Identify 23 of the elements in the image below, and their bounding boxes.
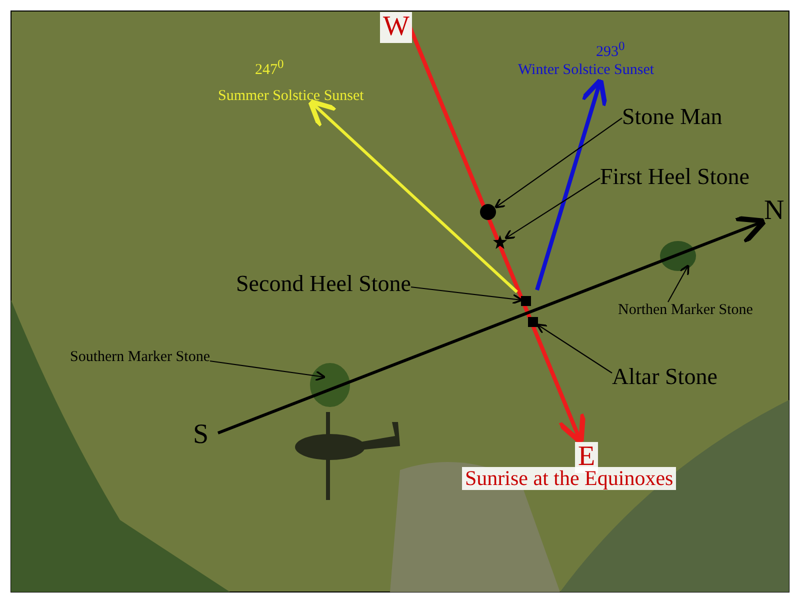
callout-label: First Heel Stone [600, 164, 750, 190]
leader-line [494, 118, 622, 208]
callout-label: Northen Marker Stone [618, 302, 753, 318]
stone-marker [528, 317, 538, 327]
compass-letter: W [380, 12, 412, 43]
leader-line [668, 264, 690, 302]
callout-label: Second Heel Stone [236, 271, 412, 296]
direction-label: Winter Solstice Sunset [518, 62, 654, 78]
stone-marker [521, 296, 531, 306]
callout-label: Altar Stone [612, 364, 718, 390]
compass-letter: N [764, 196, 784, 227]
stone-marker [493, 235, 507, 249]
leader-line [536, 324, 612, 374]
leader-line [410, 286, 523, 304]
bearing-label: 293$^{0}$ [596, 40, 625, 60]
callout-label: Southern Marker Stone [70, 349, 210, 366]
direction-label: Summer Solstice Sunset [218, 88, 364, 104]
leader-line [210, 360, 326, 382]
leader-line [504, 178, 600, 240]
bearing-label: 247$^{0}$ [255, 58, 284, 78]
callout-label: Stone Man [622, 104, 722, 130]
direction-label: Sunrise at the Equinoxes [462, 467, 676, 490]
compass-letter: S [193, 420, 209, 451]
